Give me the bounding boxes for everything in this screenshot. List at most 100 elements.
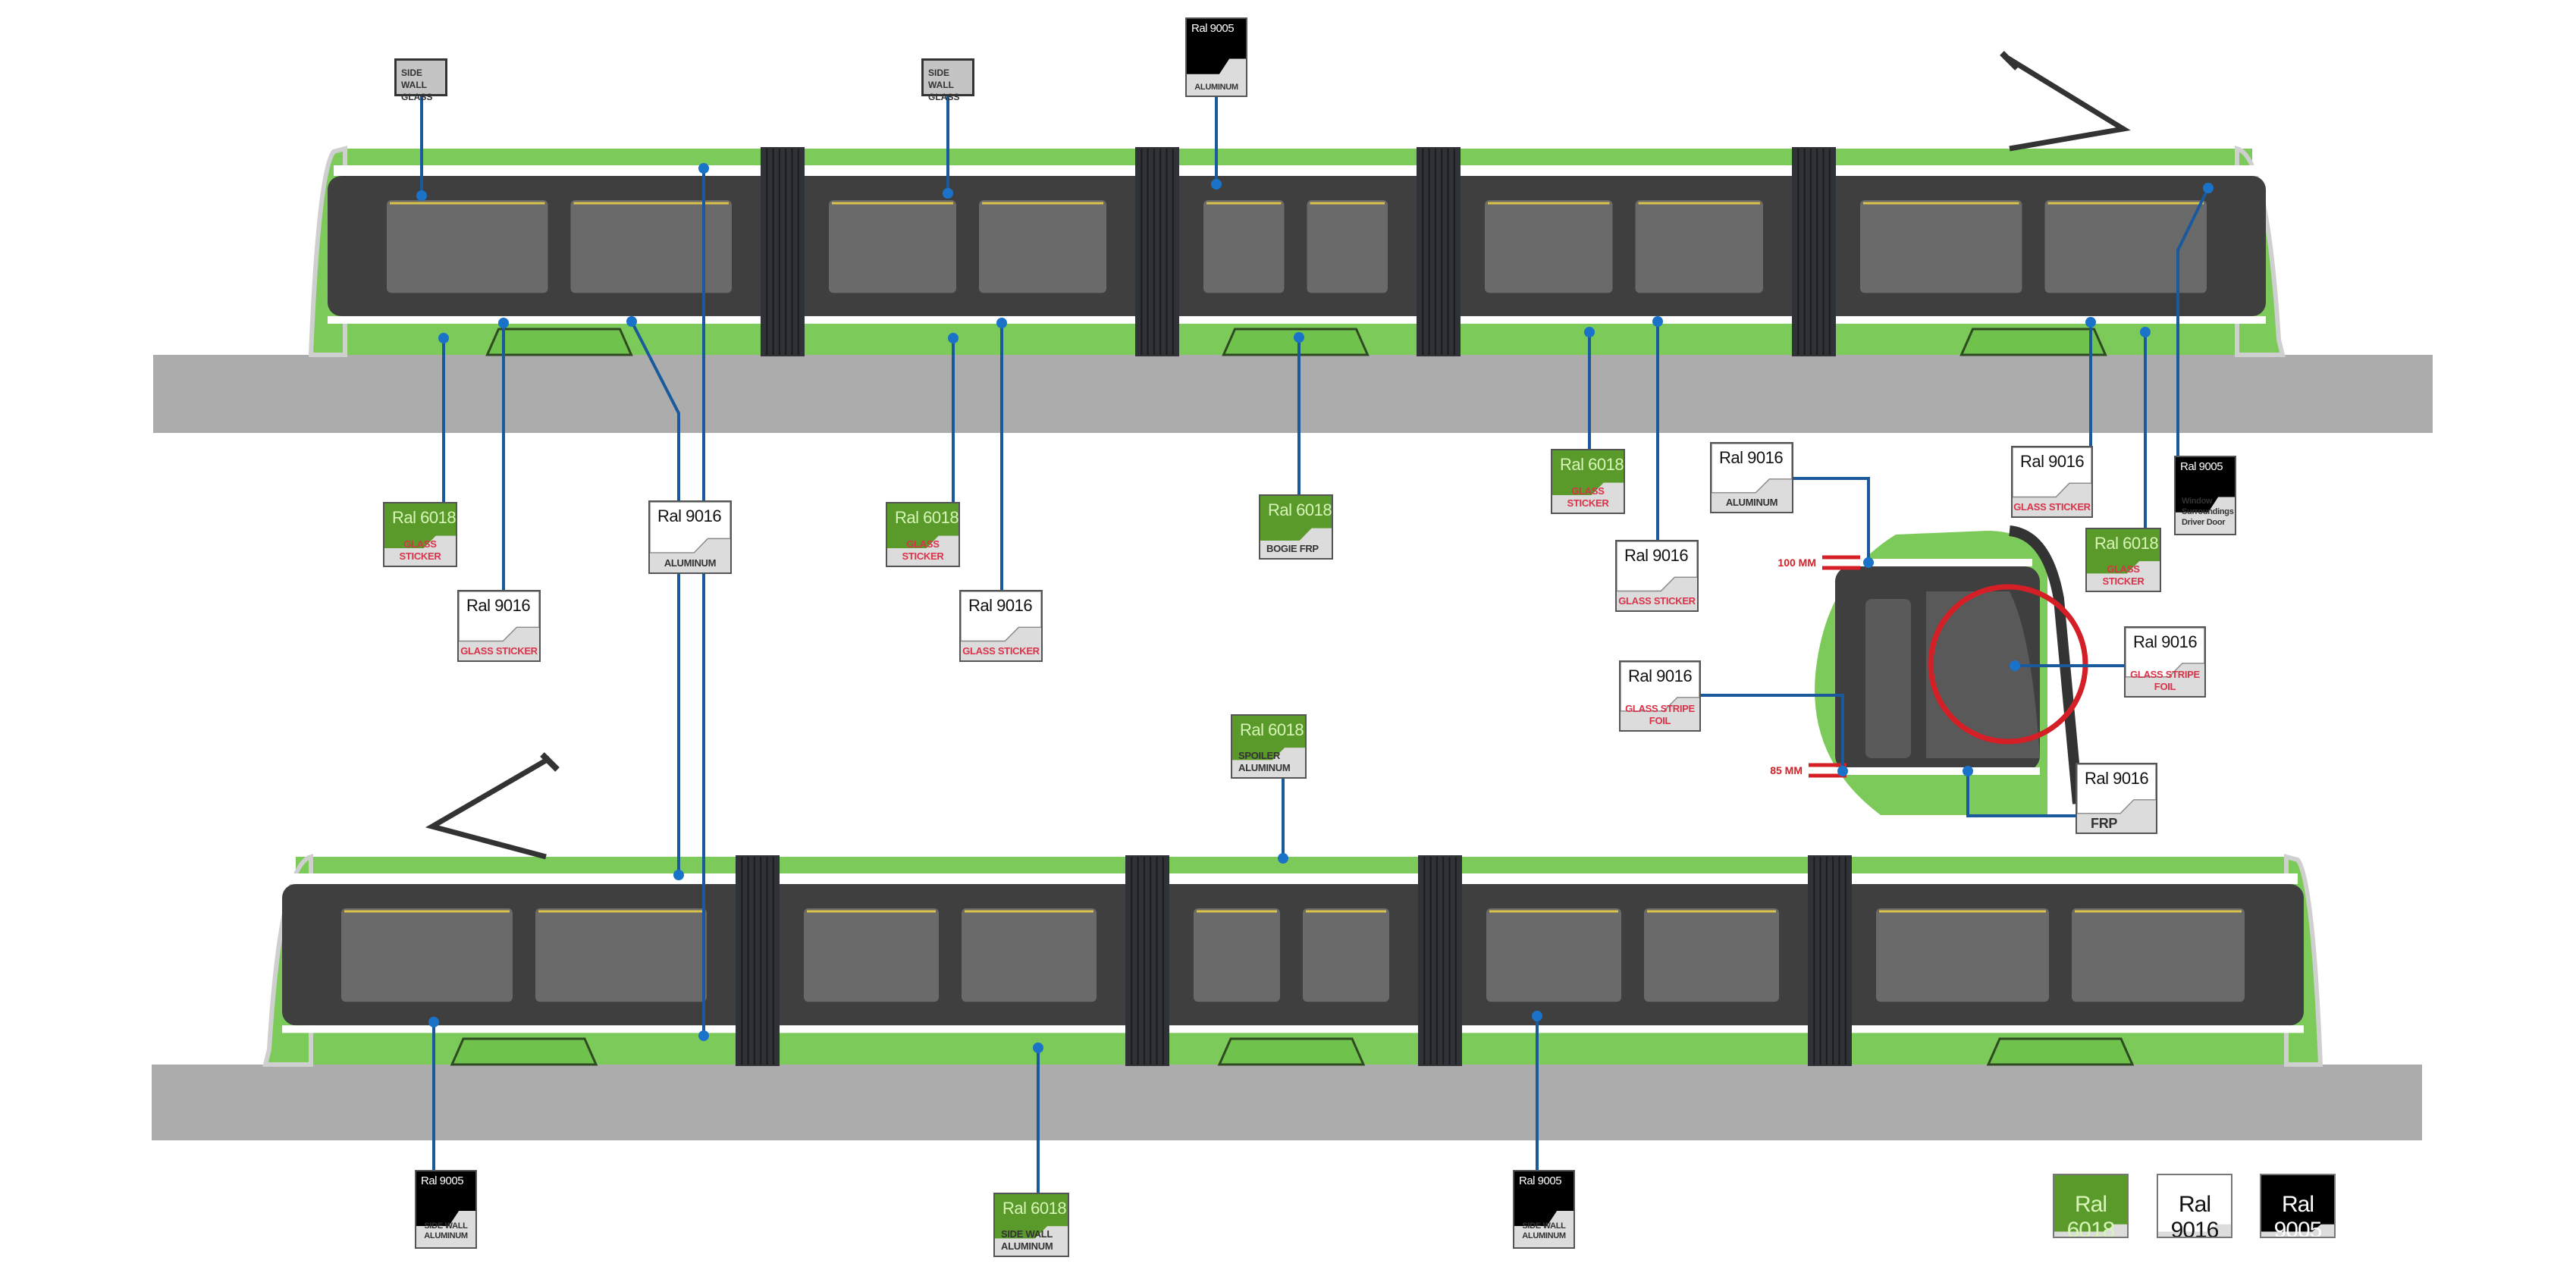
label-swatch: [1260, 496, 1332, 558]
label-swatch: [1514, 1171, 1574, 1247]
label-swatch: [1187, 19, 1246, 96]
leader-dot: [2085, 317, 2096, 328]
bogie-skirt: [485, 328, 633, 356]
ral-code: Ral 9016: [1628, 666, 1693, 685]
leader-top-aluminum-9016: [626, 316, 680, 500]
label-swatch: [995, 1194, 1068, 1256]
leader-detail-glass-stripe-foil-right: [2010, 660, 2124, 671]
window: [829, 200, 956, 293]
material-label: GLASS STICKER: [2102, 563, 2145, 587]
material-label: GLASS STICKER: [1618, 595, 1696, 607]
label-swatch: [2077, 764, 2156, 833]
window: [1307, 200, 1388, 293]
leader-dot: [1294, 332, 1304, 343]
ral-code: Ral 6018: [392, 508, 457, 527]
pantograph-head-top: [2000, 51, 2019, 71]
ral-code: Ral 6018: [1268, 500, 1332, 519]
articulation-bellows: [761, 147, 805, 356]
label-swatch: [1617, 541, 1697, 610]
ral-code: Ral 9016: [657, 506, 722, 525]
window: [804, 908, 939, 1002]
leader-top-bogie-frp: [1294, 332, 1304, 494]
label-swatch: [2126, 628, 2204, 696]
window: [1194, 908, 1280, 1002]
material-label: GLASS STICKER: [902, 538, 944, 562]
material-label: FRP: [2091, 816, 2118, 831]
label-swatch: [1621, 662, 1699, 730]
leader-top-window-surroundings: [2176, 183, 2214, 456]
window: [570, 200, 732, 293]
material-label: BOGIE FRP: [1266, 543, 1319, 554]
label-swatch: [961, 591, 1041, 660]
ral-code: Ral 9016: [968, 596, 1033, 615]
leader-top-glass-sticker-9016-3: [1652, 316, 1663, 540]
material-label: ALUMINUM: [664, 557, 717, 569]
leader-dot: [1532, 1011, 1542, 1021]
material-label: GLASS STRIPE FOIL: [1625, 703, 1695, 726]
leader-aluminum-bottom-sill: [698, 574, 709, 1041]
leader-dot: [428, 1017, 439, 1027]
window: [1203, 200, 1285, 293]
window: [535, 908, 707, 1002]
leader-line: [1966, 771, 2076, 817]
leader-bottom-sidewall-aluminum-9005-2: [1532, 1011, 1542, 1170]
legend-swatch-fill: [2158, 1175, 2231, 1237]
material-label: GLASS STICKER: [399, 538, 441, 562]
material-label: GLASS STICKER: [2013, 501, 2091, 513]
material-label: GLASS STICKER: [460, 645, 538, 657]
leader-dot: [1211, 179, 1222, 190]
window-band: [328, 176, 2266, 316]
callout-top-sidewall-glass-1: SIDE WALL GLASS: [394, 58, 447, 102]
leader-dot: [2140, 327, 2151, 337]
platform-top: [153, 355, 2433, 433]
bellows-body: [1135, 147, 1179, 356]
lower-white-stripe: [328, 315, 2266, 324]
leader-dot: [626, 316, 637, 327]
dimension-marker: 100 MM: [1777, 555, 1860, 570]
pantograph-head-bottom: [540, 752, 560, 772]
ral-code: Ral 9016: [1624, 546, 1689, 565]
ral-code: Ral 9016: [2133, 632, 2198, 651]
window: [1486, 908, 1621, 1002]
articulation-bellows: [1418, 855, 1462, 1066]
leader-line: [630, 321, 680, 500]
leader-top-glass-sticker-6018-1: [438, 333, 449, 502]
bogie-skirt: [1222, 328, 1370, 356]
window: [341, 908, 513, 1002]
leader-dot: [498, 318, 509, 328]
label-swatch: [650, 502, 730, 572]
leader-dot: [1278, 853, 1288, 864]
leader-dot: [2203, 183, 2214, 193]
leader-dot: [698, 1030, 709, 1041]
bumper-left: [262, 854, 313, 1067]
leader-line: [2176, 187, 2210, 456]
leader-dot: [438, 333, 449, 343]
articulation-bellows: [1135, 147, 1179, 356]
leader-bottom-sidewall-aluminum-6018: [1033, 1043, 1043, 1193]
leader-dot: [996, 318, 1007, 328]
legend-ral-code: Ral 6018: [2066, 1192, 2116, 1238]
window: [387, 200, 548, 293]
leader-dot: [1033, 1043, 1043, 1053]
leader-dot: [673, 870, 684, 880]
pantograph-top: [2004, 55, 2131, 152]
material-label: SPOILER ALUMINUM: [1238, 750, 1291, 773]
label-swatch: [2087, 529, 2160, 591]
upper-white-stripe: [334, 165, 2260, 176]
tram-top: [308, 146, 2286, 357]
material-label: Window Surroundings Driver Door: [2182, 497, 2234, 527]
ral-code: Ral 6018: [895, 508, 959, 527]
label-swatch: [887, 503, 959, 566]
ral-code: Ral 9016: [1719, 448, 1784, 467]
window: [1303, 908, 1389, 1002]
bellows-body: [1792, 147, 1836, 356]
ral-code: Ral 9005: [1191, 22, 1235, 35]
